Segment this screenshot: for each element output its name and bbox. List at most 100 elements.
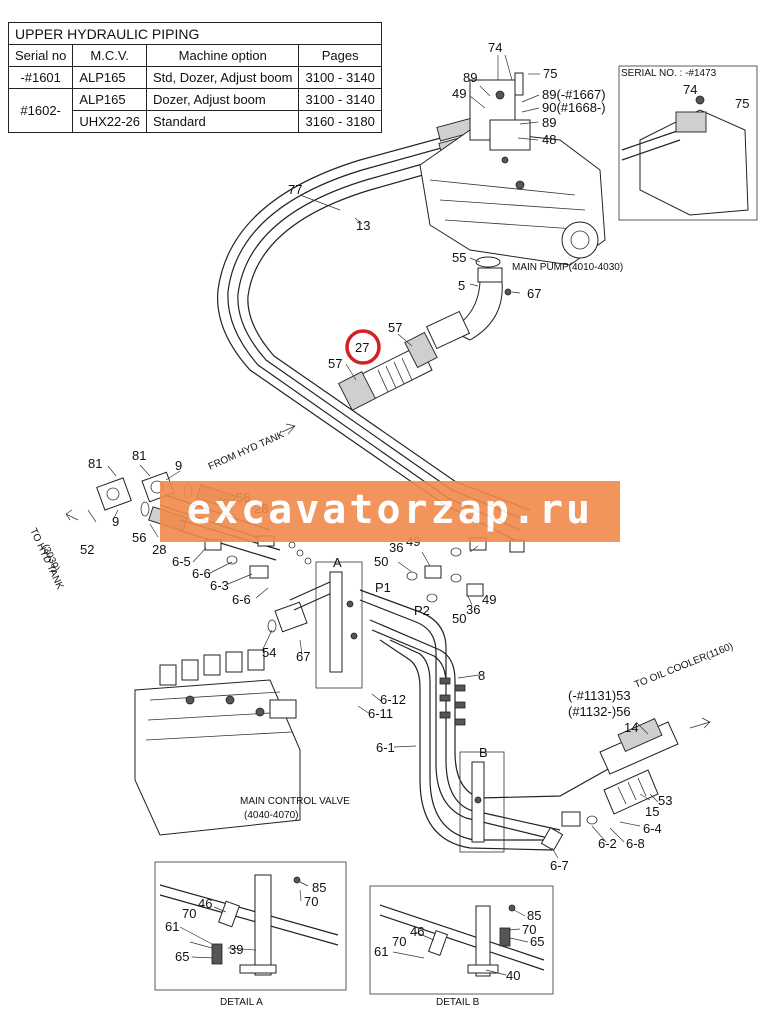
label-6-7: 6-7 [550, 858, 569, 873]
to-oil-cooler-caption: TO OIL COOLER(1160) [633, 641, 735, 691]
detail-b-box [369, 885, 554, 995]
cell-serial: #1602- [7, 88, 74, 133]
label-75: 75 [543, 66, 557, 81]
serial-inset [618, 65, 758, 221]
main-pump [419, 72, 606, 266]
detail-a-box [154, 861, 347, 991]
label-28b: 28 [152, 542, 166, 557]
table-row: -#1601 ALP165 Std, Dozer, Adjust boom 31… [7, 66, 382, 89]
label-56b: 56 [132, 530, 146, 545]
label-6-3: 6-3 [210, 578, 229, 593]
cell-pages: 3160 - 3180 [298, 110, 382, 133]
detail-b-label-85: 85 [527, 908, 541, 923]
label-67: 67 [527, 286, 541, 301]
label-6-6: 6-6 [192, 566, 211, 581]
watermark-band: excavatorzap.ru [160, 481, 620, 542]
watermark-text: excavatorzap.ru [186, 487, 594, 533]
cell-pages: 3100 - 3140 [298, 66, 382, 89]
label-36b: 36 [466, 602, 480, 617]
label-14: 14 [624, 720, 638, 735]
label-6-11: 6-11 [368, 706, 393, 721]
label-57: 57 [328, 356, 342, 371]
table-row: UHX22-26 Standard 3160 - 3180 [9, 110, 382, 133]
label-55: 55 [452, 250, 466, 265]
cell-serial: -#1601 [7, 66, 74, 89]
detail-a-label-46: 46 [198, 896, 212, 911]
port-p1: P1 [375, 580, 391, 595]
detail-b-label-46: 46 [410, 924, 424, 939]
label-6-12: 6-12 [380, 692, 406, 707]
detail-b-label-70b: 70 [392, 934, 406, 949]
label-50b: 50 [452, 611, 466, 626]
label-5: 5 [458, 278, 465, 293]
highlight-ring [345, 329, 381, 365]
cell-mcv: ALP165 [72, 88, 148, 111]
label-6-8: 6-8 [626, 836, 645, 851]
pipes-8-6-1 [359, 589, 611, 851]
port-p2: P2 [414, 603, 430, 618]
cell-mcv: UHX22-26 [72, 110, 148, 133]
label-89b: 89 [542, 115, 556, 130]
mcv-caption: MAIN CONTROL VALVE [240, 796, 350, 807]
main-control-valve [134, 649, 301, 836]
label-6-5: 6-5 [172, 554, 191, 569]
label-57-top: 57 [388, 320, 402, 335]
label-9: 9 [175, 458, 182, 473]
label-6-2: 6-2 [598, 836, 617, 851]
label-67b: 67 [296, 649, 310, 664]
label-8: 8 [478, 668, 485, 683]
label-81b: 81 [132, 448, 146, 463]
hoses-14-15 [540, 718, 679, 851]
detail-a-label-70b: 70 [182, 906, 196, 921]
label-13: 13 [356, 218, 370, 233]
cell-option: Dozer, Adjust boom [146, 88, 300, 111]
header-pages: Pages [298, 44, 382, 67]
label-49c: 49 [482, 592, 496, 607]
label-77: 77 [288, 182, 302, 197]
label-53: 53 [658, 793, 672, 808]
upper-hydraulic-piping-table: UPPER HYDRAULIC PIPING Serial no M.C.V. … [7, 22, 382, 133]
main-pump-caption: MAIN PUMP(4010-4030) [512, 262, 623, 273]
label-81: 81 [88, 456, 102, 471]
label-6-1: 6-1 [376, 740, 395, 755]
pipe-54 [267, 581, 335, 633]
table-title: UPPER HYDRAULIC PIPING [8, 22, 382, 45]
detail-b-label-40: 40 [506, 968, 520, 983]
bracket-a [315, 561, 363, 689]
label-90-1668: 90(#1668-) [542, 100, 606, 115]
label-9b: 9 [112, 514, 119, 529]
box-b-label: B [479, 745, 488, 760]
detail-a-label-85: 85 [312, 880, 326, 895]
serial-no-note: SERIAL NO. : -#1473 [621, 68, 717, 79]
header-machine-option: Machine option [146, 44, 300, 67]
detail-a-label-39: 39 [229, 942, 243, 957]
label-49: 49 [452, 86, 466, 101]
label-89-1667: 89(-#1667) [542, 87, 606, 102]
from-hyd-tank-caption: FROM HYD TANK [207, 429, 287, 472]
detail-b-label-65: 65 [530, 934, 544, 949]
label-6-6b: 6-6 [232, 592, 251, 607]
suction-hose-27 [338, 331, 438, 411]
cell-option: Standard [146, 110, 300, 133]
suction-pipe-5 [425, 256, 512, 350]
label-89: 89 [463, 70, 477, 85]
label-6-4: 6-4 [643, 821, 662, 836]
label-56-1132: (#1132-)56 [568, 704, 631, 719]
header-mcv: M.C.V. [72, 44, 148, 67]
detail-a-label-65: 65 [175, 949, 189, 964]
mcv-pages: (4040-4070) [244, 810, 298, 821]
inset-label-75: 75 [735, 96, 749, 111]
label-15: 15 [645, 804, 659, 819]
inset-label-74: 74 [683, 82, 697, 97]
leader-lines [65, 54, 711, 976]
label-53-1131: (-#1131)53 [568, 688, 631, 703]
label-74: 74 [488, 40, 502, 55]
detail-b-label-70: 70 [522, 922, 536, 937]
detail-a-label-61: 61 [165, 919, 179, 934]
label-27: 27 [355, 340, 369, 355]
label-52: 52 [80, 542, 94, 557]
cell-mcv: ALP165 [72, 66, 148, 89]
label-54: 54 [262, 645, 276, 660]
bracket-b [459, 751, 505, 853]
